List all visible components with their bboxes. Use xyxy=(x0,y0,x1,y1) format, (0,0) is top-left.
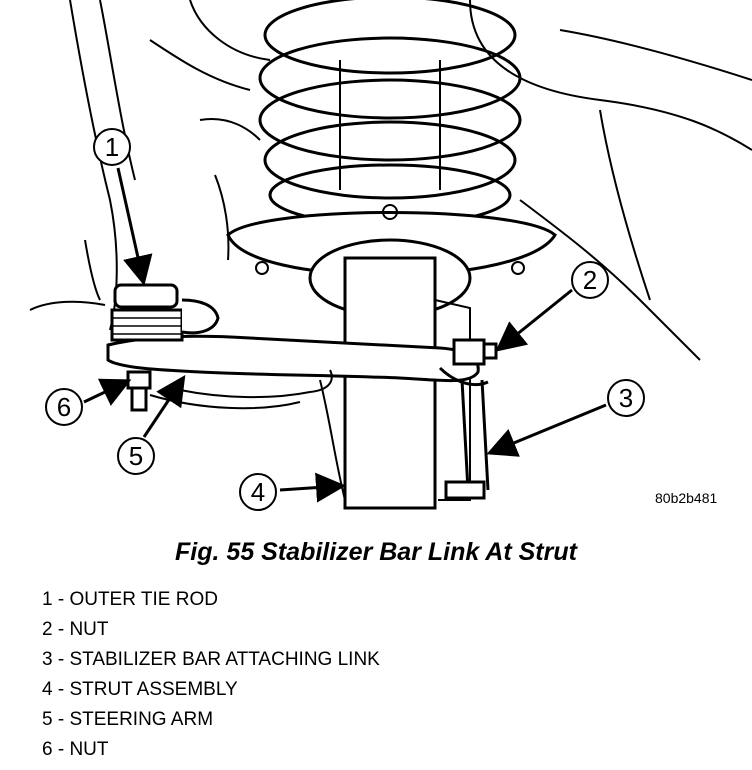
svg-text:5: 5 xyxy=(129,441,143,471)
legend-item-2: 2 - NUT xyxy=(42,619,109,640)
callout-5: 5 xyxy=(117,375,186,475)
suspension-illustration: 1 2 3 4 5 6 xyxy=(29,0,752,511)
nut-2 xyxy=(438,338,498,387)
legend-item-6: 6 - NUT xyxy=(42,739,109,760)
body-structure xyxy=(29,0,752,361)
legend-item-5: 5 - STEERING ARM xyxy=(42,709,214,730)
callout-6: 6 xyxy=(45,378,132,426)
strut-body xyxy=(319,256,471,510)
svg-text:1: 1 xyxy=(105,132,119,162)
callout-4: 4 xyxy=(239,472,346,511)
steering-arm xyxy=(106,334,480,410)
parts-legend: 1 - OUTER TIE ROD 2 - NUT 3 - STABILIZER… xyxy=(42,585,380,765)
legend-item-3: 3 - STABILIZER BAR ATTACHING LINK xyxy=(42,649,380,670)
svg-text:3: 3 xyxy=(619,383,633,413)
stabilizer-link xyxy=(444,379,490,500)
legend-item-4: 4 - STRUT ASSEMBLY xyxy=(42,679,238,700)
coil-spring xyxy=(258,0,522,227)
svg-text:4: 4 xyxy=(251,477,265,507)
figure-id-label: 80b2b481 xyxy=(655,490,718,506)
callout-1: 1 xyxy=(93,128,153,286)
svg-text:2: 2 xyxy=(583,265,597,295)
legend-item-1: 1 - OUTER TIE ROD xyxy=(42,589,218,610)
callout-3: 3 xyxy=(486,379,645,457)
nut-6 xyxy=(126,370,152,412)
outer-tie-rod xyxy=(110,283,220,342)
figure-caption: Fig. 55 Stabilizer Bar Link At Strut xyxy=(175,538,577,566)
callout-2: 2 xyxy=(495,261,609,352)
svg-text:6: 6 xyxy=(57,392,71,422)
